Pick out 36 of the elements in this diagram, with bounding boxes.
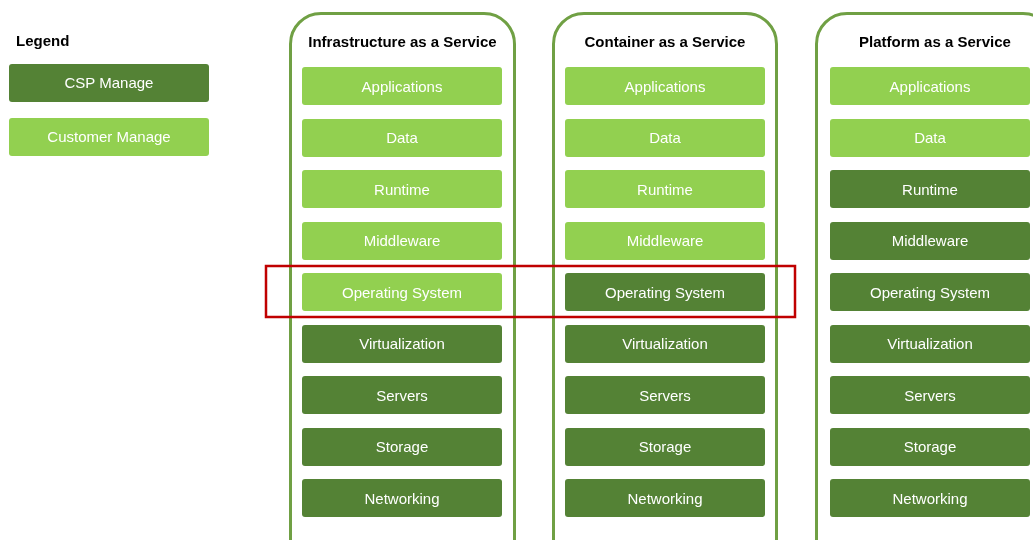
layer-box: Operating System [830, 273, 1030, 311]
layer-box: Applications [565, 67, 765, 105]
layer-box: Operating System [565, 273, 765, 311]
layer-box: Virtualization [565, 324, 765, 363]
layer-box: Storage [830, 427, 1030, 466]
layer-box: Middleware [302, 221, 502, 260]
layer-box: Middleware [565, 221, 765, 260]
layer-box: Data [830, 118, 1030, 157]
service-column [815, 12, 1033, 540]
layer-box: Runtime [830, 170, 1030, 208]
layer-box: Servers [565, 376, 765, 414]
layer-box: Applications [830, 67, 1030, 105]
layer-box: Servers [830, 376, 1030, 414]
legend-text: Customer Manage [46, 127, 172, 147]
layer-box: Data [302, 118, 502, 157]
legend-text: CSP Manage [63, 73, 155, 93]
service-column [289, 12, 516, 540]
layer-box: Servers [302, 376, 502, 414]
service-column [552, 12, 778, 540]
layer-box: Applications [302, 67, 502, 105]
layer-box: Operating System [302, 273, 502, 311]
layer-box: Virtualization [302, 324, 502, 363]
layer-box: Runtime [302, 170, 502, 208]
layer-box: Networking [830, 479, 1030, 517]
layer-box: Storage [565, 427, 765, 466]
layer-box: Middleware [830, 221, 1030, 260]
layer-box: Networking [565, 479, 765, 517]
layer-box: Runtime [565, 170, 765, 208]
layer-box: Networking [302, 479, 502, 517]
legend-heading: Legend [16, 32, 70, 49]
layer-box: Storage [302, 427, 502, 466]
column-title: Platform as a Service [858, 33, 1012, 50]
column-title: Container as a Service [583, 33, 747, 50]
layer-box: Data [565, 118, 765, 157]
column-title: Infrastructure as a Service [307, 33, 498, 50]
layer-box: Virtualization [830, 324, 1030, 363]
